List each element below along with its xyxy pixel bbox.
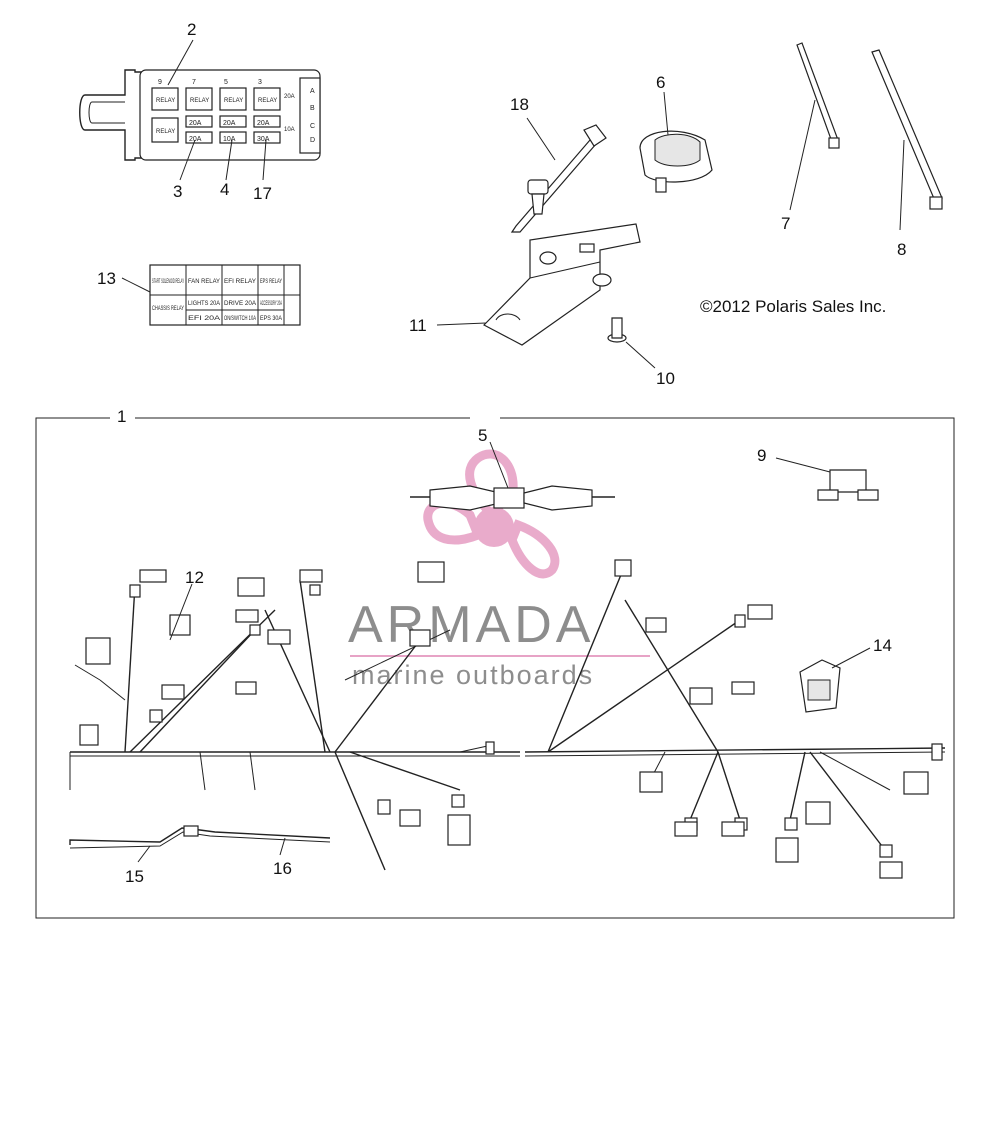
svg-text:B: B <box>310 105 315 112</box>
callout-5: 5 <box>478 426 487 445</box>
watermark-brand: ARMADA <box>348 596 594 654</box>
position-7: 7 <box>192 79 196 86</box>
cable-tie-short <box>789 42 840 211</box>
callout-8: 8 <box>897 240 906 259</box>
svg-text:CHASSIS RELAY: CHASSIS RELAY <box>152 306 184 312</box>
svg-text:20A: 20A <box>284 94 295 100</box>
propeller-icon <box>423 449 560 579</box>
copyright-notice: ©2012 Polaris Sales Inc. <box>700 297 886 316</box>
fuse-box-bracket <box>79 69 145 161</box>
callout-14: 14 <box>873 636 892 655</box>
svg-text:A: A <box>310 88 315 95</box>
svg-text:EFI RELAY: EFI RELAY <box>224 279 256 285</box>
svg-text:EFI 20A: EFI 20A <box>188 316 220 322</box>
inline-fuse-holder <box>410 441 615 511</box>
fuse-rating: 20A <box>189 120 202 127</box>
callout-3: 3 <box>173 182 182 201</box>
relay-1 <box>151 87 179 111</box>
svg-text:START SOLENOID RELAY: START SOLENOID RELAY <box>152 279 184 285</box>
svg-text:C: C <box>310 123 315 130</box>
connector-plug <box>639 91 713 193</box>
callout-7: 7 <box>781 214 790 233</box>
fuse-rating: 10A <box>223 136 236 143</box>
svg-text:EPS 30A: EPS 30A <box>260 316 282 322</box>
callout-15: 15 <box>125 867 144 886</box>
callout-2: 2 <box>187 20 196 39</box>
callout-4: 4 <box>220 180 229 199</box>
svg-text:EPS RELAY: EPS RELAY <box>260 279 282 285</box>
position-5: 5 <box>224 79 228 86</box>
callout-9: 9 <box>757 446 766 465</box>
svg-text:RELAY: RELAY <box>224 98 243 104</box>
fuse-relay-box: 9 7 5 3 RELAY RELAY RELAY RELAY RELAY 20… <box>79 39 321 181</box>
callout-1: 1 <box>117 407 126 426</box>
fuse-decal: START SOLENOID RELAY FAN RELAY EFI RELAY… <box>121 264 301 326</box>
callout-13: 13 <box>97 269 116 288</box>
position-9: 9 <box>158 79 162 86</box>
svg-text:RELAY: RELAY <box>156 129 175 135</box>
svg-text:FAN RELAY: FAN RELAY <box>188 279 220 285</box>
callout-6: 6 <box>656 73 665 92</box>
fuse-rating: 20A <box>189 136 202 143</box>
svg-text:10A: 10A <box>284 127 295 133</box>
wire-harness-frame <box>35 417 955 919</box>
chassis-wire-harness <box>524 559 946 879</box>
fuse-rating: 30A <box>257 136 270 143</box>
svg-text:LIGHTS 20A: LIGHTS 20A <box>188 301 220 307</box>
svg-text:D: D <box>310 137 315 144</box>
fuse-box-housing <box>139 69 321 161</box>
callout-17: 17 <box>253 184 272 203</box>
svg-text:RELAY: RELAY <box>190 98 209 104</box>
cable-tie-with-clip <box>510 117 607 233</box>
relay-4 <box>253 87 281 111</box>
relay-5 <box>151 117 179 143</box>
callout-12: 12 <box>185 568 204 587</box>
cable-tie-long <box>871 49 943 231</box>
push-rivet <box>607 317 656 369</box>
svg-text:RELAY: RELAY <box>156 98 175 104</box>
position-3: 3 <box>258 79 262 86</box>
callout-18: 18 <box>510 95 529 114</box>
main-wire-harness <box>69 561 520 871</box>
armada-logo-watermark: ARMADA marine outboards <box>348 449 650 690</box>
svg-text:ON/SWITCH 10A: ON/SWITCH 10A <box>224 316 256 322</box>
svg-text:DRIVE 20A: DRIVE 20A <box>224 301 256 307</box>
relay-2 <box>185 87 213 111</box>
callout-16: 16 <box>273 859 292 878</box>
fuse-rating: 20A <box>257 120 270 127</box>
svg-text:RELAY: RELAY <box>258 98 277 104</box>
relay-3 <box>219 87 247 111</box>
fuse-rating: 20A <box>223 120 236 127</box>
svg-text:ACCESSORY 20A: ACCESSORY 20A <box>260 301 282 307</box>
callout-10: 10 <box>656 369 675 388</box>
circuit-breaker <box>775 457 879 501</box>
sub-harness <box>69 825 331 863</box>
ground-terminal <box>799 647 871 713</box>
mounting-bracket <box>436 223 641 346</box>
callout-11: 11 <box>409 316 427 335</box>
watermark-tagline: marine outboards <box>352 660 594 690</box>
